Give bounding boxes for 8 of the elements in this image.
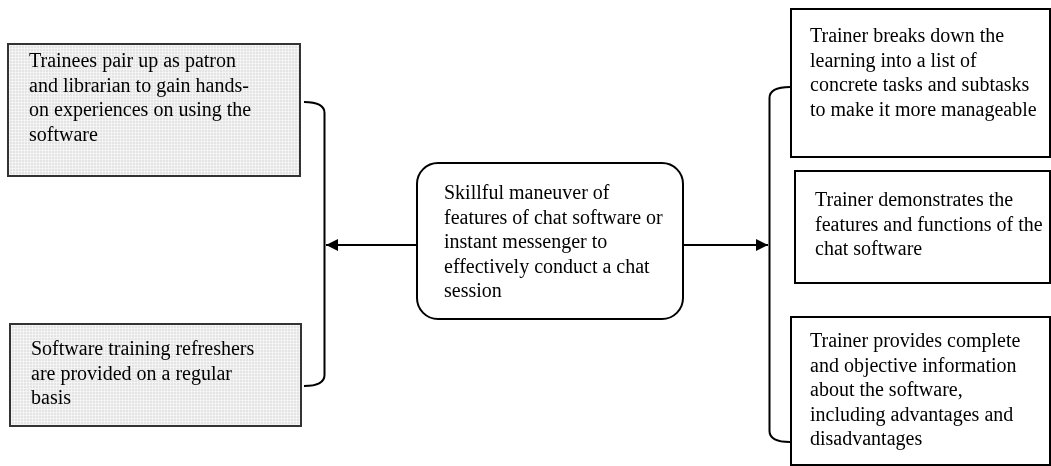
activity-box: Trainer provides complete and objective information about the software, including advantages and disadvantages <box>790 316 1051 466</box>
goal-box: Skillful maneuver of features of chat software or instant messenger to effectively conduct a chat session <box>416 162 684 320</box>
activity-box: Software training refreshers are provided on a regular basis <box>9 323 302 427</box>
arrow <box>325 239 417 251</box>
activity-box: Trainees pair up as patron and librarian to gain hands-on experiences on using the software <box>7 43 301 177</box>
activity-box: Trainer breaks down the learning into a list of concrete tasks and subtasks to make it more manageable <box>790 8 1051 158</box>
activity-box: Trainer demonstrates the features and functions of the chat software <box>794 170 1051 284</box>
arrow <box>683 239 769 251</box>
